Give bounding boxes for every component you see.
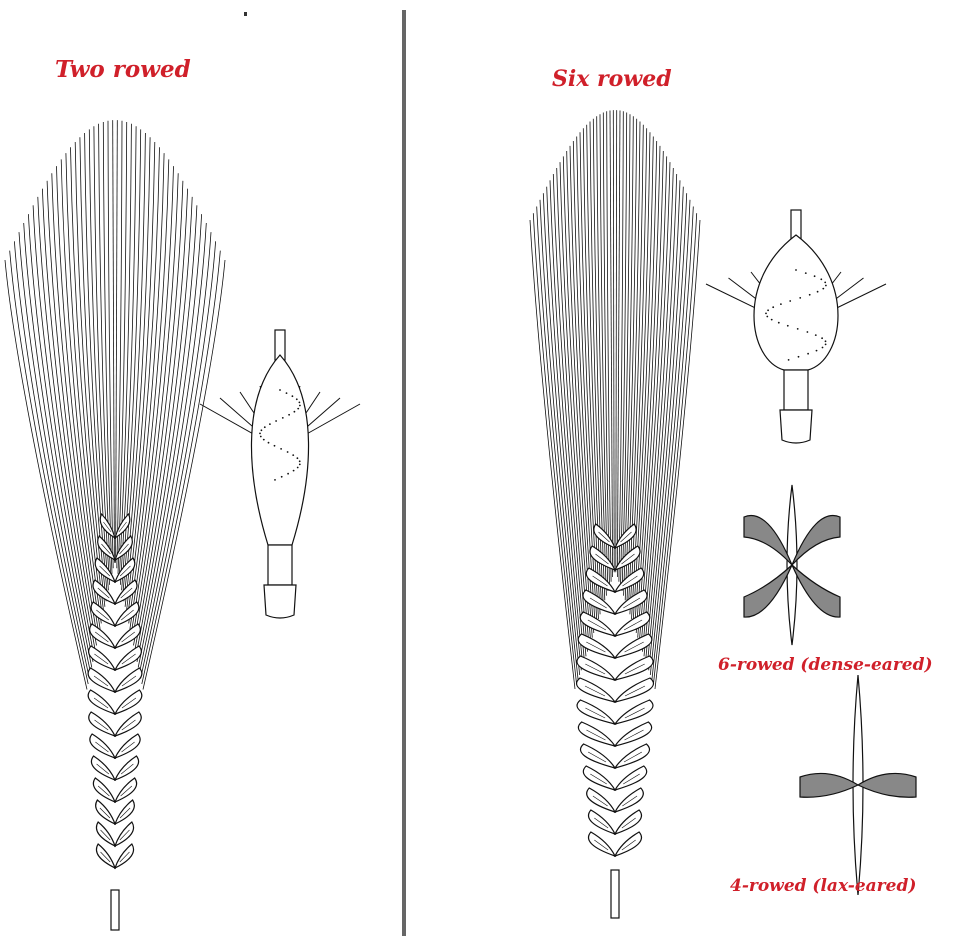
spike-kernels	[88, 514, 142, 868]
two-rowed-title: Two rowed	[55, 56, 191, 83]
stem	[111, 890, 119, 930]
cross-section-shape	[800, 675, 916, 895]
cross-section-shape	[744, 485, 840, 645]
speck	[244, 12, 247, 16]
spike-kernels	[577, 524, 654, 856]
six-rowed-title: Six rowed	[552, 66, 672, 92]
dense-eared-cross-section	[744, 485, 840, 645]
dense-eared-caption: 6-rowed (dense-eared)	[718, 655, 933, 675]
spikelet-body	[706, 210, 886, 443]
six-rowed-barley-ear	[530, 110, 700, 918]
two-rowed-barley-ear	[5, 120, 225, 930]
awn-bundle	[530, 110, 700, 689]
six-rowed-spikelet	[706, 210, 886, 443]
lax-eared-caption: 4-rowed (lax-eared)	[730, 876, 916, 896]
two-rowed-spikelet	[200, 330, 360, 618]
spikelet-body	[200, 330, 360, 618]
lax-eared-cross-section	[800, 675, 916, 895]
stem	[611, 870, 619, 918]
